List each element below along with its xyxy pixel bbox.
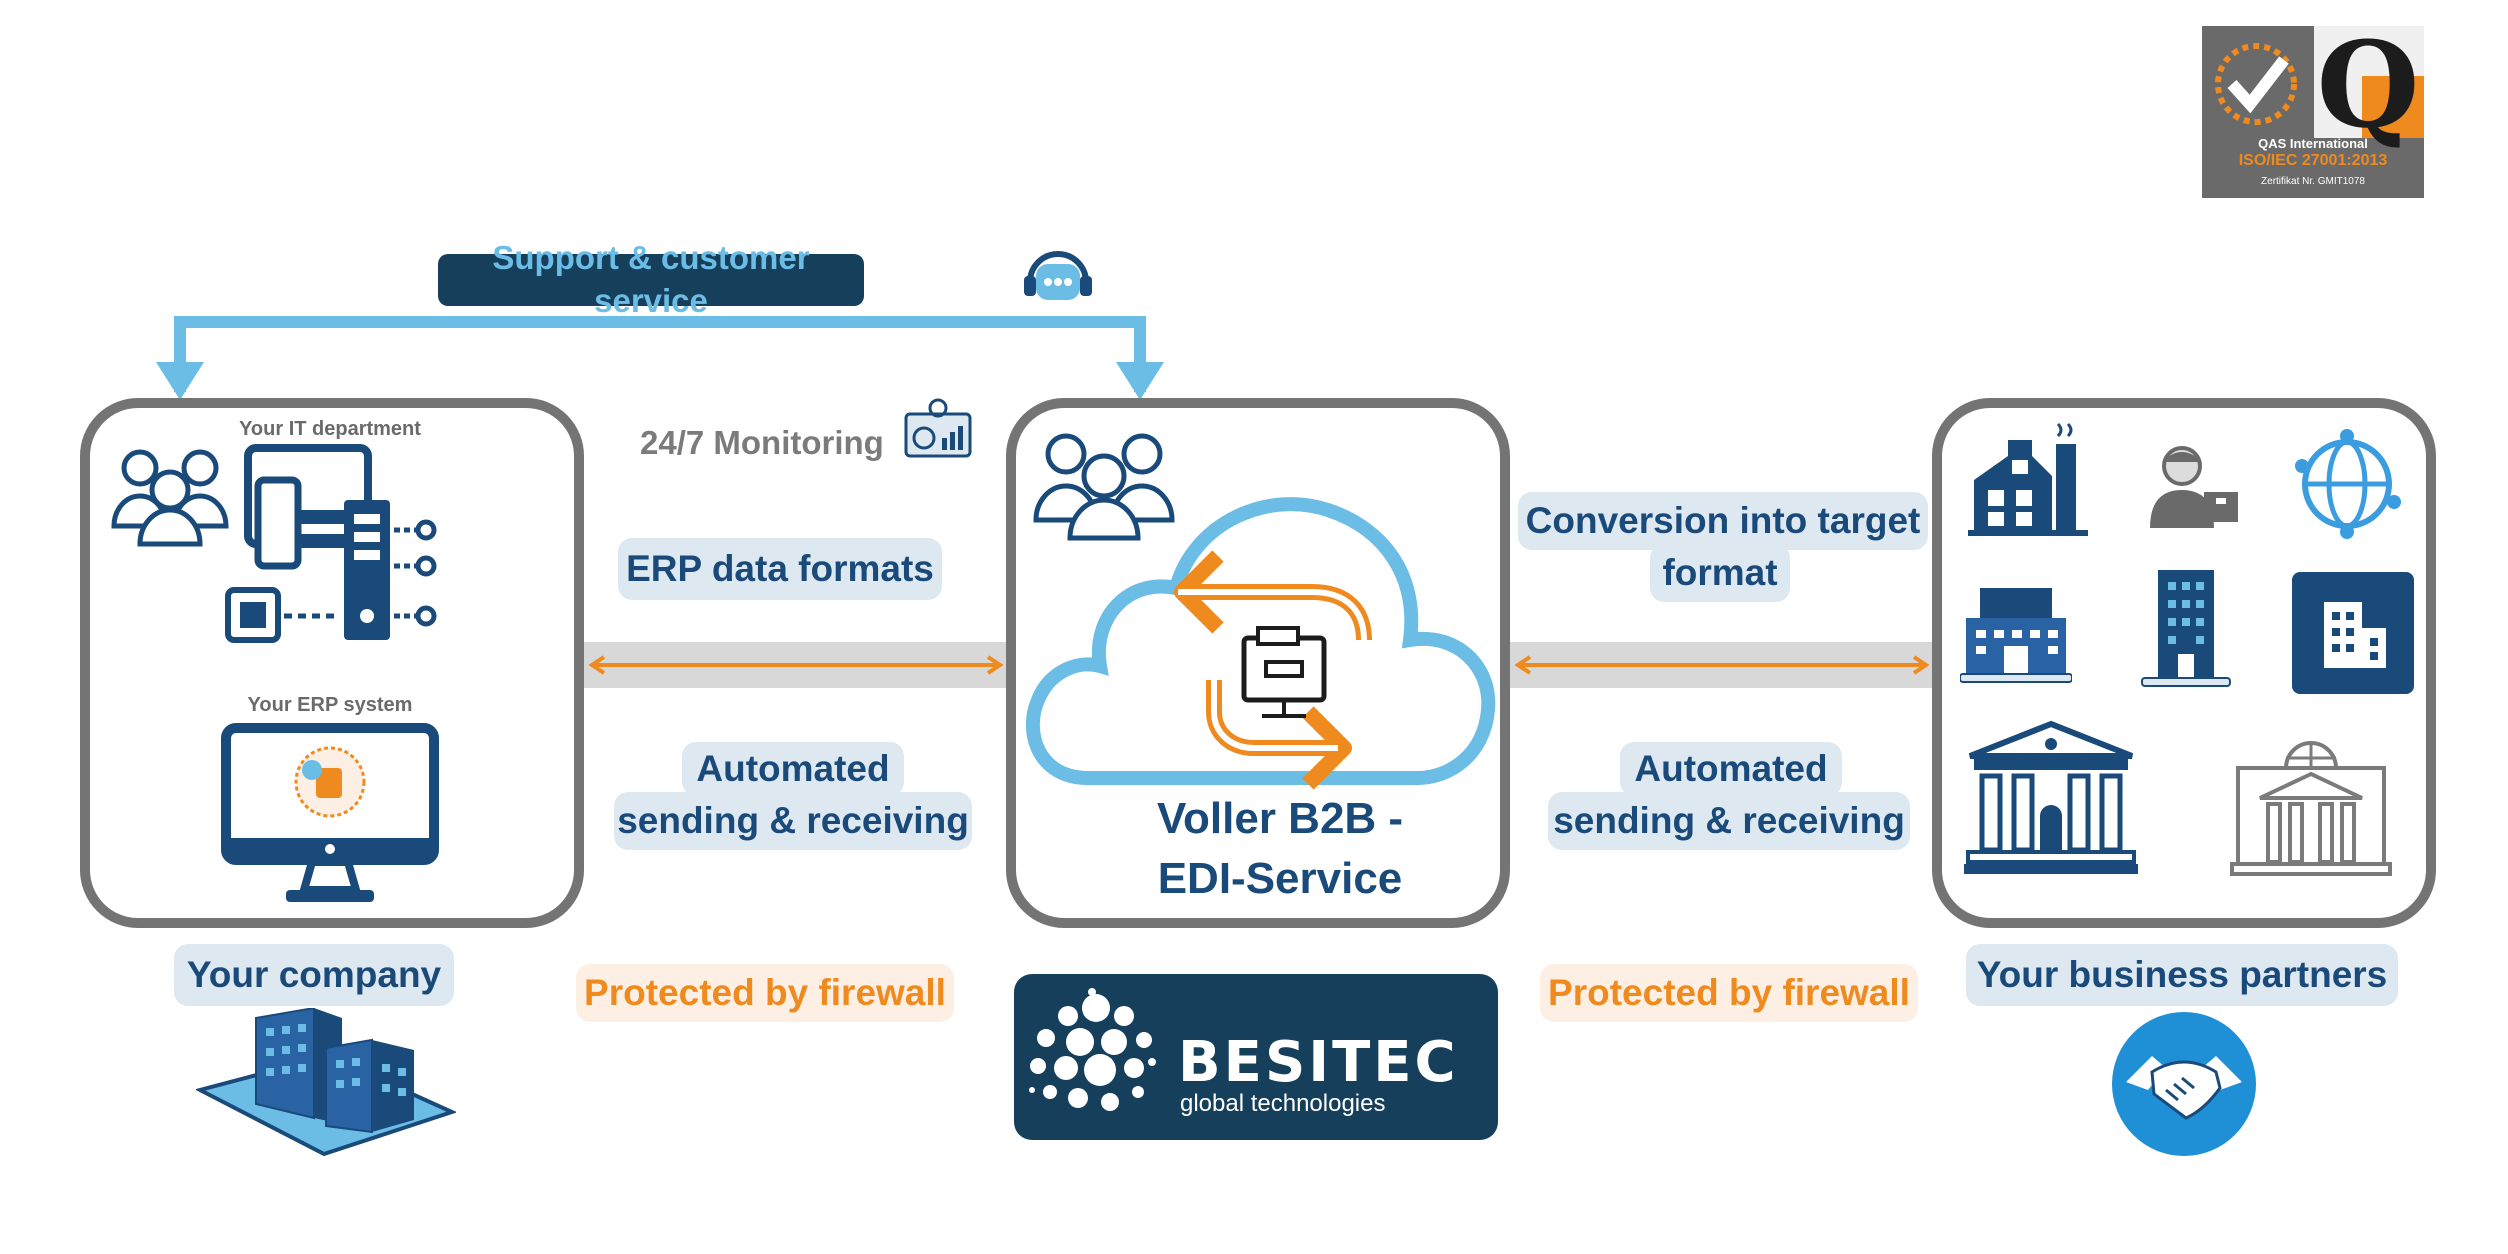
besitec-dots-icon (1029, 988, 1156, 1111)
monitoring-label: 24/7 Monitoring (640, 424, 884, 461)
bank-icon (1964, 720, 2138, 874)
skyscraper-icon (2141, 570, 2231, 687)
office-building-icon (1960, 588, 2072, 683)
right-bidirectional-arrow (1514, 655, 1930, 675)
handshake-icon (2112, 1012, 2256, 1156)
firewall-left-label: Protected by firewall (576, 964, 954, 1022)
company-campus-icon (196, 1008, 456, 1157)
svg-text:Q: Q (2317, 26, 2420, 154)
firewall-right-label: Protected by firewall (1540, 964, 1918, 1022)
global-network-icon (2295, 429, 2401, 539)
edi-service-title-line1: Voller B2B - (1156, 794, 1404, 843)
support-connector-arrow (156, 316, 1164, 400)
edi-team-icon (1033, 433, 1175, 541)
automated-right-line2: sending & receiving (1548, 792, 1910, 850)
delivery-person-icon (2150, 446, 2238, 528)
conversion-label-line1: Conversion into target (1518, 492, 1928, 550)
conversion-label-line2: format (1650, 544, 1790, 602)
edi-cloud-icon (1025, 497, 1496, 790)
factory-icon (1968, 422, 2088, 536)
it-department-label: Your IT department (239, 418, 421, 440)
it-department-icon (111, 444, 437, 643)
support-label: Support & customer service (438, 239, 864, 319)
iso-certificate-badge: Q QAS International ISO/IEC 27001:2013 Z… (2202, 26, 2424, 198)
certificate-number: Zertifikat Nr. GMIT1078 (2261, 176, 2365, 187)
your-company-label: Your company (174, 944, 454, 1006)
besitec-brand: BESITEC (1178, 1030, 1459, 1095)
erp-system-label: Your ERP system (247, 694, 413, 716)
automated-left-line2: sending & receiving (614, 792, 972, 850)
support-headset-icon (1024, 251, 1092, 300)
edi-service-title-line2: EDI-Service (1157, 854, 1403, 903)
certificate-standard: ISO/IEC 27001:2013 (2238, 152, 2388, 169)
automated-right-line1: Automated (1620, 742, 1842, 796)
erp-monitor-icon (221, 723, 439, 902)
your-partners-label: Your business partners (1966, 944, 2398, 1006)
left-bidirectional-arrow (588, 655, 1004, 675)
automated-left-line1: Automated (682, 742, 904, 796)
government-building-icon (2230, 741, 2392, 876)
besitec-tagline: global technologies (1180, 1090, 1386, 1117)
erp-formats-label: ERP data formats (618, 538, 942, 600)
certificate-seal-icon: Q (2215, 26, 2424, 154)
monitoring-dashboard-icon (904, 398, 972, 458)
building-tile-icon (2292, 572, 2414, 694)
certificate-org: QAS International (2258, 136, 2368, 151)
